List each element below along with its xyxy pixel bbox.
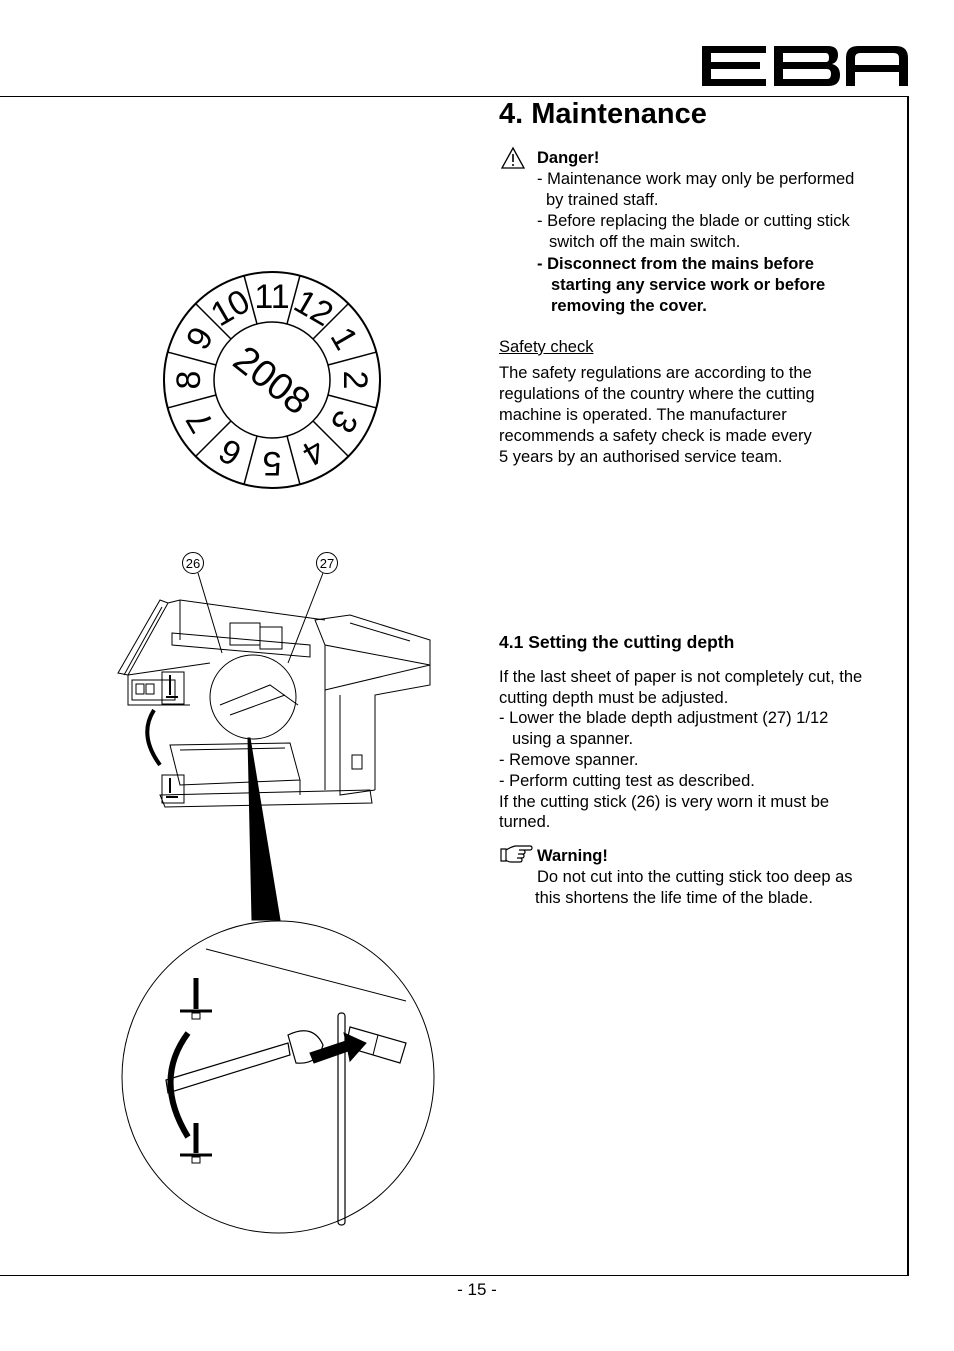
safety-text-line: The safety regulations are according to … xyxy=(499,364,812,382)
pointing-hand-icon xyxy=(500,845,533,863)
cutting-depth-line: If the cutting stick (26) is very worn i… xyxy=(499,793,830,811)
callout-26 xyxy=(182,552,204,574)
danger-heading: Danger! xyxy=(537,149,600,167)
page-border-right xyxy=(907,96,909,1276)
warning-line: Do not cut into the cutting stick too de… xyxy=(537,868,853,886)
danger-line: - Before replacing the blade or cutting … xyxy=(537,212,850,230)
callout-27-label: 27 xyxy=(320,556,334,571)
footer-rule xyxy=(0,1275,909,1276)
safety-text-line: recommends a safety check is made every xyxy=(499,427,812,445)
danger-line-bold: - Disconnect from the mains before xyxy=(537,255,814,273)
seal-divider xyxy=(327,351,377,366)
cutting-depth-line: - Remove spanner. xyxy=(499,751,639,769)
subsection-title: 4.1 Setting the cutting depth xyxy=(499,632,735,652)
seal-divider xyxy=(167,351,217,366)
eba-logo xyxy=(702,46,908,86)
cutting-depth-line: using a spanner. xyxy=(512,730,634,748)
seal-divider xyxy=(195,420,232,457)
seal-divider xyxy=(243,435,258,485)
seal-divider xyxy=(243,275,258,325)
header-rule xyxy=(0,96,908,97)
safety-check-heading: Safety check xyxy=(499,338,594,356)
warning-heading: Warning! xyxy=(537,847,608,865)
danger-line: - Maintenance work may only be performed xyxy=(537,170,855,188)
cutting-depth-line: - Perform cutting test as described. xyxy=(499,772,755,790)
cutting-depth-line: turned. xyxy=(499,813,551,831)
danger-line-bold: starting any service work or before xyxy=(551,276,826,294)
magnified-detail xyxy=(121,920,435,1234)
seal-month-label: 11 xyxy=(254,278,289,316)
seal-divider xyxy=(195,303,232,340)
seal-month-label: 2 xyxy=(336,371,374,390)
callout-26-label: 26 xyxy=(186,556,200,571)
cutting-machine-illustration: 26 27 xyxy=(117,552,431,921)
safety-text-line: regulations of the country where the cut… xyxy=(499,385,815,403)
seal-divider xyxy=(167,394,217,409)
seal-month-label: 8 xyxy=(170,371,208,390)
safety-text-line: 5 years by an authorised service team. xyxy=(499,448,783,466)
cutting-depth-line: - Lower the blade depth adjustment (27) … xyxy=(499,709,829,727)
danger-line: by trained staff. xyxy=(546,191,659,209)
seal-divider xyxy=(312,420,349,457)
cutting-depth-line: cutting depth must be adjusted. xyxy=(499,689,729,707)
page-number: - 15 - xyxy=(457,1280,497,1299)
cutting-depth-line: If the last sheet of paper is not comple… xyxy=(499,668,863,686)
safety-text-line: machine is operated. The manufacturer xyxy=(499,406,787,424)
seal-month-label: 5 xyxy=(263,444,282,482)
danger-line-bold: removing the cover. xyxy=(551,297,707,315)
seal-divider xyxy=(327,394,377,409)
seal-divider xyxy=(286,275,301,325)
seal-divider xyxy=(286,435,301,485)
section-title: 4. Maintenance xyxy=(499,98,707,130)
seal-divider xyxy=(312,303,349,340)
warning-line: this shortens the life time of the blade… xyxy=(535,889,813,907)
callout-27 xyxy=(316,552,338,574)
danger-line: switch off the main switch. xyxy=(549,233,741,251)
warning-triangle-icon xyxy=(500,146,526,169)
